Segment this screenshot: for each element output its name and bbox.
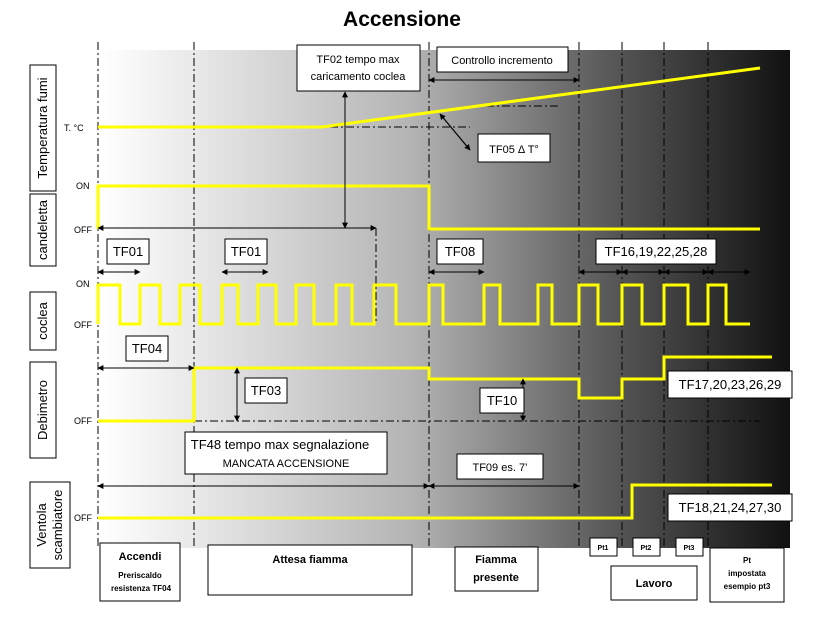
dimension-arrows — [97, 77, 751, 489]
label-tf17: TF17,20,23,26,29 — [679, 377, 782, 392]
phase-lavoro: Lavoro — [636, 578, 673, 590]
phase-fiamma-line2: presente — [473, 572, 519, 584]
phase-accendi-sub2: resistenza TF04 — [111, 584, 172, 593]
level-off-candeletta: OFF — [74, 225, 92, 235]
label-tf18: TF18,21,24,27,30 — [679, 500, 782, 515]
row-labels: Temperatura fumi candeletta coclea Debim… — [29, 64, 71, 569]
level-on-coclea: ON — [76, 279, 90, 289]
trace-coclea — [96, 283, 750, 326]
row-label-scambiatore: scambiatore — [50, 490, 65, 561]
diagram-title: Accensione — [343, 8, 461, 31]
label-tf04: TF04 — [132, 341, 162, 356]
label-tf05: TF05 Δ T° — [489, 144, 539, 156]
trace-ventola — [98, 483, 772, 520]
phase-boxes: Accendi Preriscaldo resistenza TF04 Atte… — [99, 537, 785, 603]
row-label-debimetro: Debimetro — [35, 380, 50, 440]
level-tc: T. °C — [64, 123, 84, 133]
label-tf02-line2: caricamento coclea — [311, 71, 407, 83]
phase-accendi: Accendi — [119, 551, 162, 563]
phase-pt1: Pt1 — [598, 545, 609, 552]
row-label-coclea: coclea — [35, 301, 50, 339]
phase-fiamma-line1: Fiamma — [475, 554, 517, 566]
level-off-ventola: OFF — [74, 513, 92, 523]
level-on-candeletta: ON — [76, 181, 90, 191]
level-labels: T. °C ON OFF ON OFF OFF OFF — [64, 123, 92, 523]
phase-pt2: Pt2 — [641, 545, 652, 552]
label-tf10: TF10 — [487, 393, 517, 408]
label-tf01-a: TF01 — [113, 244, 143, 259]
trace-temperatura-fumi — [98, 66, 761, 129]
label-tf02-line1: TF02 tempo max — [316, 54, 400, 66]
trace-candeletta — [96, 184, 760, 231]
label-tf03: TF03 — [251, 383, 281, 398]
row-label-ventola: Ventola — [34, 503, 49, 547]
level-off-coclea: OFF — [74, 320, 92, 330]
phase-attesa-fiamma: Attesa fiamma — [272, 554, 348, 566]
phase-pt-line2: impostata — [728, 569, 766, 578]
label-tf09: TF09 es. 7’ — [472, 462, 527, 474]
label-tf01-b: TF01 — [231, 244, 261, 259]
trace-debimetro — [98, 355, 772, 423]
phase-accendi-sub1: Preriscaldo — [118, 571, 162, 580]
label-tf48-line1: TF48 tempo max segnalazione — [191, 437, 369, 452]
label-controllo-incremento: Controllo incremento — [451, 55, 553, 67]
phase-pt-line1: Pt — [743, 556, 751, 565]
label-tf48-line2: MANCATA ACCENSIONE — [223, 458, 350, 470]
phase-pt3: Pt3 — [684, 545, 695, 552]
label-tf16: TF16,19,22,25,28 — [605, 244, 708, 259]
signal-traces — [96, 66, 772, 520]
row-label-temperatura-fumi: Temperatura fumi — [35, 77, 50, 178]
phase-pt-line3: esempio pt3 — [724, 582, 771, 591]
row-label-candeletta: candeletta — [35, 199, 50, 260]
level-off-debimetro: OFF — [74, 416, 92, 426]
annotation-boxes: TF02 tempo max caricamento coclea Contro… — [106, 44, 793, 522]
label-tf08: TF08 — [445, 244, 475, 259]
